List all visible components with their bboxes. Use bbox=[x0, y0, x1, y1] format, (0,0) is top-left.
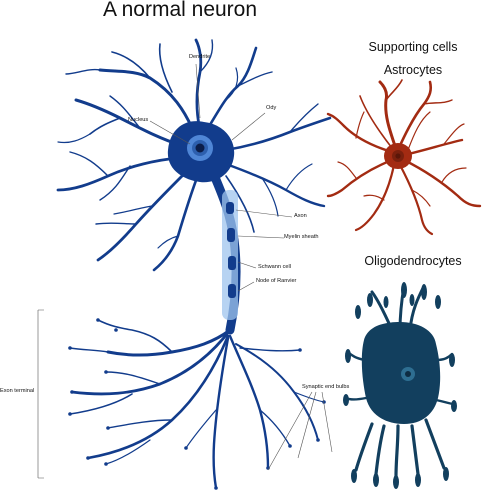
oligodendrocyte bbox=[343, 282, 457, 489]
supporting-cells-heading: Supporting cells bbox=[368, 40, 458, 54]
nucleus bbox=[195, 143, 205, 153]
astrocytes-heading: Astrocytes bbox=[383, 63, 443, 77]
axon-terminals bbox=[69, 319, 325, 490]
label-body: Ody bbox=[266, 105, 277, 111]
label-node-of-ranvier: Node of Ranvier bbox=[256, 278, 297, 284]
neuron-soma bbox=[167, 121, 235, 183]
label-myelin-sheath: Myelin sheath bbox=[284, 234, 319, 240]
neuron-axon bbox=[207, 165, 241, 335]
label-dendrite: Dendrite bbox=[189, 54, 211, 60]
astrocyte-body bbox=[384, 143, 412, 169]
leader-lines bbox=[37, 63, 333, 479]
synaptic-bulbs bbox=[68, 318, 326, 490]
label-schwann-cell: Schwann cell bbox=[258, 264, 291, 270]
page-title: A normal neuron bbox=[102, 0, 258, 21]
label-nucleus: Nucleus bbox=[128, 117, 149, 123]
oligodendrocytes-heading: Oligodendrocytes bbox=[364, 254, 462, 268]
neuron-dendrites bbox=[56, 38, 332, 272]
label-synaptic-end-bulbs: Synaptic end bulbs bbox=[302, 384, 350, 390]
label-axon-terminal: Exon terminal bbox=[0, 388, 35, 394]
label-axon: Axon bbox=[294, 213, 307, 219]
